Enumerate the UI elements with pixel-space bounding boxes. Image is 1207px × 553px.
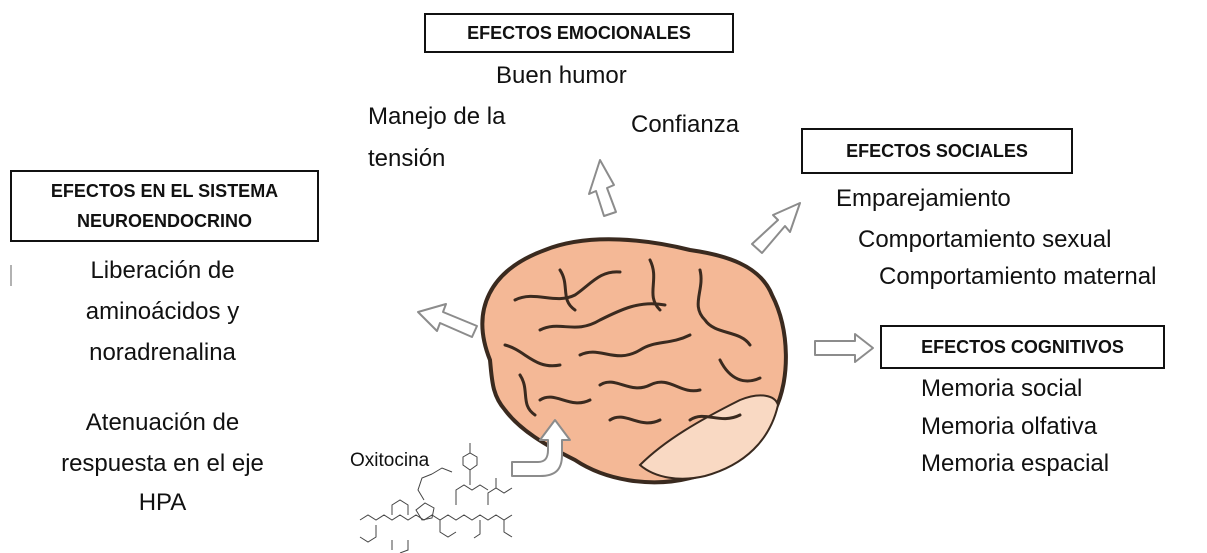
neuro-item-respuesta: respuesta en el eje xyxy=(61,450,264,477)
social-effects-title: EFECTOS SOCIALES xyxy=(801,128,1073,174)
emotional-item-manejo-line2: tensión xyxy=(368,145,446,172)
emotional-item-confianza: Confianza xyxy=(631,111,740,138)
neuroendocrine-title-line1: EFECTOS EN EL SISTEMA xyxy=(50,181,279,201)
emotional-item-buen-humor: Buen humor xyxy=(496,62,627,89)
social-item-emparejamiento: Emparejamiento xyxy=(836,185,1011,212)
social-item-sexual: Comportamiento sexual xyxy=(858,226,1112,253)
arrow-to-social xyxy=(751,202,801,254)
cognitive-item-espacial: Memoria espacial xyxy=(921,450,1110,477)
cognitive-effects-title: EFECTOS COGNITIVOS xyxy=(880,325,1165,369)
emotional-item-manejo-line1: Manejo de la xyxy=(368,103,506,130)
emotional-effects-title: EFECTOS EMOCIONALES xyxy=(424,13,734,53)
social-item-maternal: Comportamiento maternal xyxy=(879,263,1157,290)
arrow-to-emotional xyxy=(588,159,617,217)
arrow-to-cognitive xyxy=(814,333,874,363)
cognitive-item-social: Memoria social xyxy=(921,375,1083,402)
brain-illustration xyxy=(480,237,788,485)
neuro-item-aminoacidos: aminoácidos y xyxy=(85,298,240,325)
oxytocin-label: Oxitocina xyxy=(350,450,430,471)
neuro-item-noradrenalina: noradrenalina xyxy=(89,339,236,366)
neuroendocrine-title-line2: NEUROENDOCRINO xyxy=(76,211,252,231)
oxytocin-molecule-icon xyxy=(359,443,513,553)
neuro-item-hpa: HPA xyxy=(138,489,187,516)
neuroendocrine-effects-title: EFECTOS EN EL SISTEMA NEUROENDOCRINO xyxy=(10,170,319,242)
cognitive-item-olfativa: Memoria olfativa xyxy=(921,413,1098,440)
neuro-item-liberacion: Liberación de xyxy=(90,257,235,284)
arrow-to-neuroendocrine xyxy=(417,303,478,338)
neuro-item-atenuacion: Atenuación de xyxy=(85,409,240,436)
arrow-oxytocin-into-brain xyxy=(511,419,571,477)
